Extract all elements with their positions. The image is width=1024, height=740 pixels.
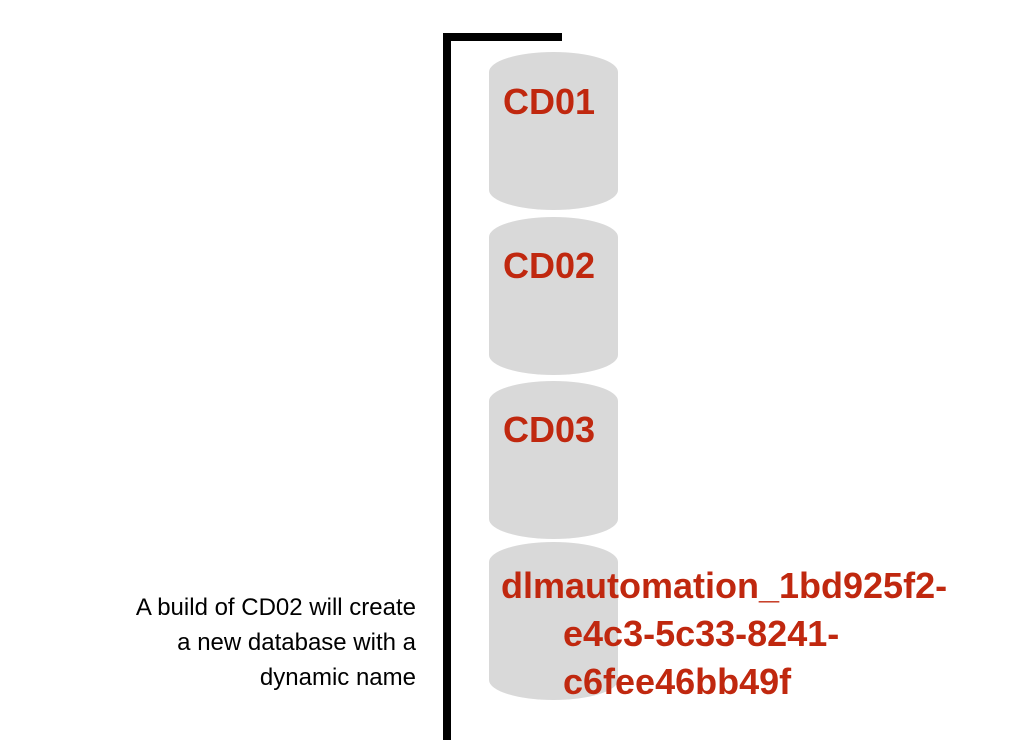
database-label-dynamic: dlmautomation_1bd925f2- e4c3-5c33-8241- … bbox=[501, 562, 947, 706]
database-label-cd03: CD03 bbox=[503, 409, 596, 450]
database-cd02 bbox=[489, 217, 618, 377]
note-line-1: A build of CD02 will create bbox=[135, 594, 416, 621]
database-cd01 bbox=[489, 52, 618, 212]
note-line-3: dynamic name bbox=[259, 664, 416, 691]
database-dynamic bbox=[489, 542, 618, 702]
database-cylinder-icon bbox=[489, 381, 618, 539]
database-label-cd02: CD02 bbox=[503, 245, 596, 286]
database-label-cd01: CD01 bbox=[503, 81, 596, 122]
database-label-dynamic-line-3: c6fee46bb49f bbox=[563, 661, 792, 702]
note-line-2: a new database with a bbox=[177, 629, 416, 656]
database-label-dynamic-line-1: dlmautomation_1bd925f2- bbox=[501, 565, 948, 606]
database-cd03 bbox=[489, 381, 618, 541]
bracket-vertical-line bbox=[443, 33, 451, 740]
bracket-top-line bbox=[443, 33, 562, 41]
database-cylinder-icon bbox=[489, 542, 618, 700]
database-cylinder-icon bbox=[489, 217, 618, 375]
database-cylinder-icon bbox=[489, 52, 618, 210]
database-label-dynamic-line-2: e4c3-5c33-8241- bbox=[563, 613, 840, 654]
note-text: A build of CD02 will create a new databa… bbox=[36, 590, 416, 695]
